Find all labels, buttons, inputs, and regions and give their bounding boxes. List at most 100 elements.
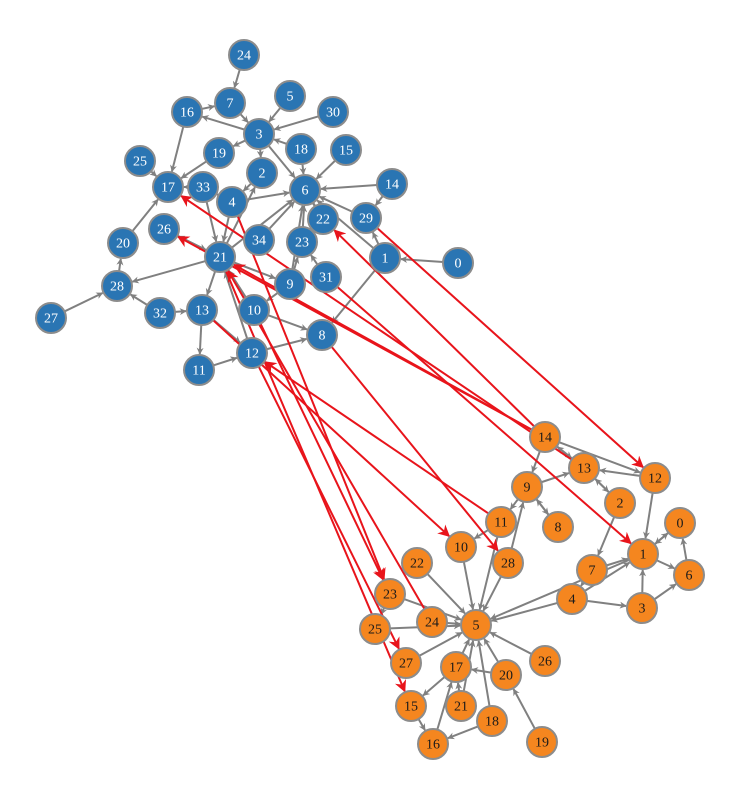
- node-a-17: 17: [152, 171, 184, 203]
- node-label: 34: [252, 234, 266, 249]
- cross-edge-a29-b12: [376, 227, 644, 469]
- edge-a-3-19: [232, 139, 246, 148]
- node-circle: [306, 319, 338, 351]
- node-b-27: 27: [390, 647, 422, 679]
- node-circle: [203, 137, 235, 169]
- node-circle: [442, 247, 474, 279]
- edge-b-18-5: [476, 640, 491, 707]
- node-circle: [228, 39, 260, 71]
- edge-b-27-5: [418, 631, 463, 657]
- node-circle: [376, 168, 408, 200]
- node-label: 17: [449, 661, 463, 676]
- node-circle: [395, 690, 427, 722]
- edge-a-23-6: [300, 205, 308, 228]
- edge-a-0-1: [400, 256, 444, 264]
- cross-edge-a4-b23: [236, 215, 386, 581]
- edge-b-7-1: [606, 557, 629, 567]
- node-label: 9: [524, 481, 531, 496]
- node-label: 19: [535, 736, 549, 751]
- node-circle: [152, 171, 184, 203]
- node-label: 4: [229, 196, 236, 211]
- node-label: 2: [259, 167, 266, 182]
- node-a-7: 7: [214, 87, 246, 119]
- node-circle: [216, 186, 248, 218]
- node-label: 7: [227, 97, 234, 112]
- node-a-15: 15: [330, 134, 362, 166]
- edge-a-21-2: [225, 186, 256, 245]
- edge-a-4-6: [246, 190, 290, 201]
- node-b-22: 22: [401, 547, 433, 579]
- edge-a-27-28: [64, 292, 104, 313]
- edge-a-16-7: [201, 104, 216, 111]
- node-a-29: 29: [350, 202, 382, 234]
- node-circle: [274, 80, 306, 112]
- node-a-9: 9: [274, 268, 306, 300]
- node-label: 3: [256, 128, 263, 143]
- cross-edge-a10-b23: [259, 323, 384, 581]
- node-circle: [568, 452, 600, 484]
- node-label: 28: [110, 280, 124, 295]
- node-circle: [627, 538, 659, 570]
- node-circle: [673, 559, 705, 591]
- edge-a-12-21: [223, 271, 249, 340]
- cross-edge-b14-a22: [333, 229, 535, 428]
- edge-b-3-6: [653, 583, 677, 601]
- node-label: 18: [294, 143, 308, 158]
- node-b-7: 7: [576, 554, 608, 586]
- node-circle: [35, 302, 67, 334]
- node-label: 14: [538, 431, 552, 446]
- edge-a-9-10: [266, 291, 279, 302]
- node-a-1: 1: [369, 242, 401, 274]
- node-circle: [286, 226, 318, 258]
- edge-b-1-6: [656, 559, 676, 570]
- intra-group-edges: [64, 69, 688, 740]
- node-circle: [171, 96, 203, 128]
- node-circle: [529, 421, 561, 453]
- edge-b-1-0: [653, 532, 669, 546]
- edge-b-19-20: [512, 688, 536, 730]
- node-a-34: 34: [243, 224, 275, 256]
- node-circle: [390, 647, 422, 679]
- node-circle: [440, 651, 472, 683]
- node-label: 21: [213, 251, 227, 266]
- node-a-14: 14: [376, 168, 408, 200]
- edge-b-8-9: [536, 499, 550, 516]
- node-label: 14: [385, 178, 399, 193]
- node-circle: [148, 213, 180, 245]
- node-a-22: 22: [307, 203, 339, 235]
- node-label: 24: [237, 49, 251, 64]
- node-circle: [144, 297, 176, 329]
- edge-a-32-28: [129, 293, 148, 306]
- node-a-16: 16: [171, 96, 203, 128]
- node-circle: [542, 511, 574, 543]
- node-a-25: 25: [124, 145, 156, 177]
- node-b-14: 14: [529, 421, 561, 453]
- node-a-6: 6: [289, 174, 321, 206]
- edge-a-21-6: [231, 199, 294, 249]
- node-a-18: 18: [285, 133, 317, 165]
- node-circle: [246, 157, 278, 189]
- node-label: 11: [494, 516, 507, 531]
- edge-b-28-5: [482, 575, 503, 612]
- node-label: 25: [368, 623, 382, 638]
- node-a-8: 8: [306, 319, 338, 351]
- node-a-2: 2: [246, 157, 278, 189]
- node-label: 31: [319, 271, 333, 286]
- node-a-24: 24: [228, 39, 260, 71]
- edge-a-21-13: [205, 270, 217, 296]
- edge-b-13-14: [556, 446, 573, 460]
- node-circle: [317, 96, 349, 128]
- node-circle: [236, 337, 268, 369]
- node-b-6: 6: [673, 559, 705, 591]
- edge-b-26-5: [489, 631, 533, 655]
- node-label: 20: [116, 237, 130, 252]
- node-circle: [374, 578, 406, 610]
- node-circle: [243, 224, 275, 256]
- node-a-4: 4: [216, 186, 248, 218]
- edge-b-6-0: [680, 538, 688, 561]
- edge-a-24-7: [232, 69, 241, 89]
- edge-b-17-15: [422, 676, 446, 697]
- edge-a-19-17: [180, 160, 208, 179]
- node-label: 27: [44, 312, 58, 327]
